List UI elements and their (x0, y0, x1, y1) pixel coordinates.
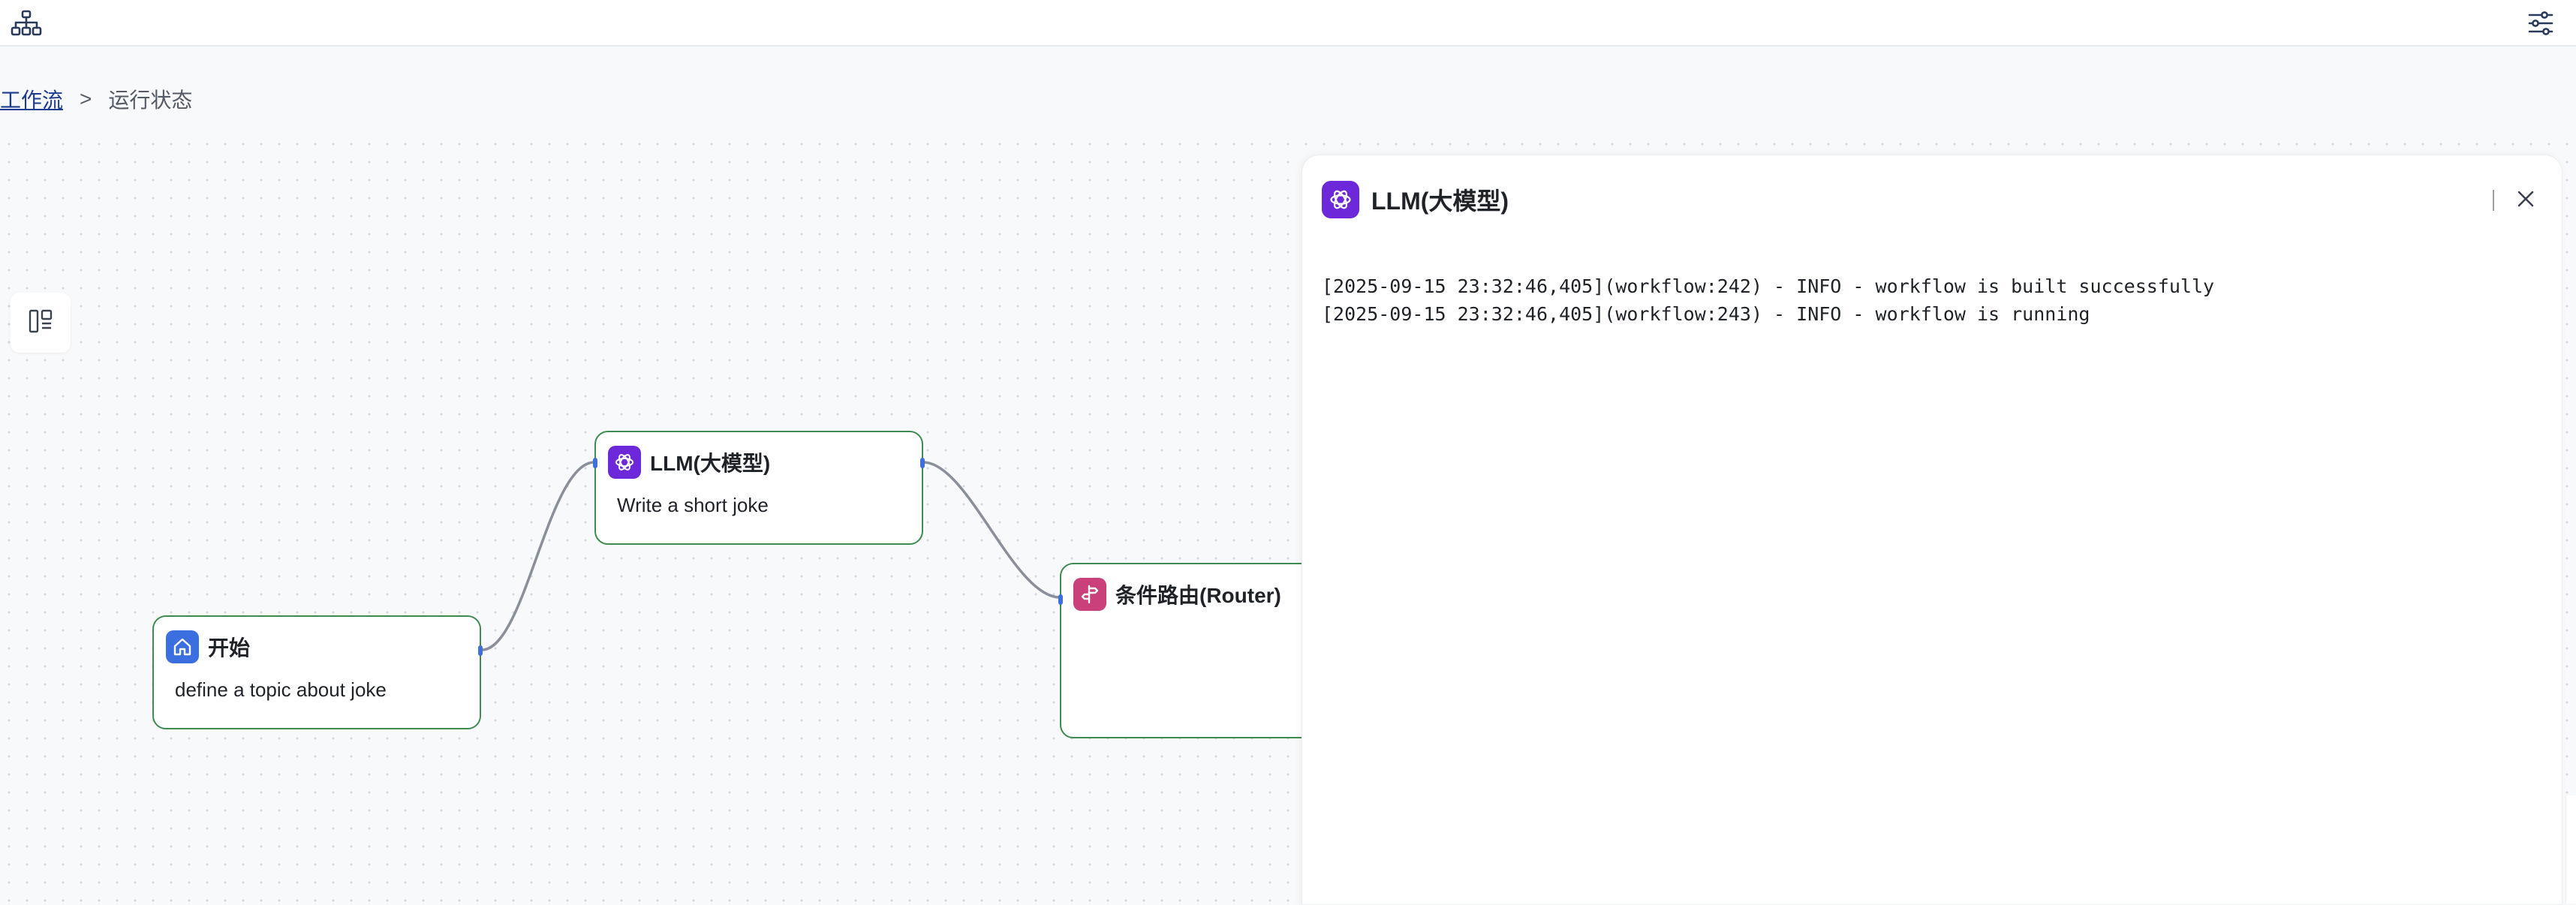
page-scrollbar[interactable] (2565, 795, 2576, 903)
top-bar (0, 0, 2576, 47)
node-router-input-port[interactable] (1058, 594, 1063, 605)
breadcrumb: 工作流 > 运行状态 (0, 84, 192, 114)
edge-llm-to-router (922, 461, 1061, 599)
node-detail-panel: LLM(大模型) [2025-09-15 23:32:46,405](workf… (1302, 155, 2562, 905)
run-log: [2025-09-15 23:32:46,405](workflow:242) … (1322, 272, 2214, 328)
panel-header-divider (2493, 190, 2494, 211)
node-start[interactable]: 开始 define a topic about joke (152, 615, 483, 729)
node-start-title: 开始 (208, 636, 251, 660)
node-start-header: 开始 (166, 630, 250, 663)
node-llm-description: Write a short joke (617, 494, 769, 516)
signpost-icon (1073, 578, 1106, 611)
edge-start-to-llm (481, 461, 595, 651)
close-panel-button[interactable] (2511, 185, 2541, 215)
node-router-header: 条件路由(Router) (1073, 578, 1281, 611)
panel-toggle-button[interactable] (11, 293, 71, 353)
openai-icon (608, 446, 641, 479)
workflow-tree-icon[interactable] (9, 6, 44, 41)
panel-header: LLM(大模型) (1322, 181, 1509, 218)
log-line: [2025-09-15 23:32:46,405](workflow:243) … (1322, 303, 2090, 325)
home-icon (166, 630, 199, 663)
node-llm-input-port[interactable] (593, 458, 597, 468)
log-line: [2025-09-15 23:32:46,405](workflow:242) … (1322, 275, 2215, 297)
layout-panel-icon (28, 308, 53, 338)
node-llm[interactable]: LLM(大模型) Write a short joke (593, 431, 925, 545)
node-start-description: define a topic about joke (175, 678, 387, 701)
close-icon (2516, 189, 2535, 212)
breadcrumb-separator: > (80, 87, 92, 110)
openai-icon (1322, 181, 1359, 218)
node-router-title: 条件路由(Router) (1115, 584, 1281, 607)
panel-title: LLM(大模型) (1371, 188, 1509, 215)
settings-sliders-icon[interactable] (2523, 6, 2558, 41)
node-llm-output-port[interactable] (920, 458, 925, 468)
node-llm-title: LLM(大模型) (650, 452, 771, 475)
node-llm-header: LLM(大模型) (608, 446, 770, 479)
breadcrumb-link-workflow[interactable]: 工作流 (0, 89, 64, 112)
breadcrumb-current: 运行状态 (108, 89, 193, 112)
node-start-output-port[interactable] (478, 645, 483, 656)
